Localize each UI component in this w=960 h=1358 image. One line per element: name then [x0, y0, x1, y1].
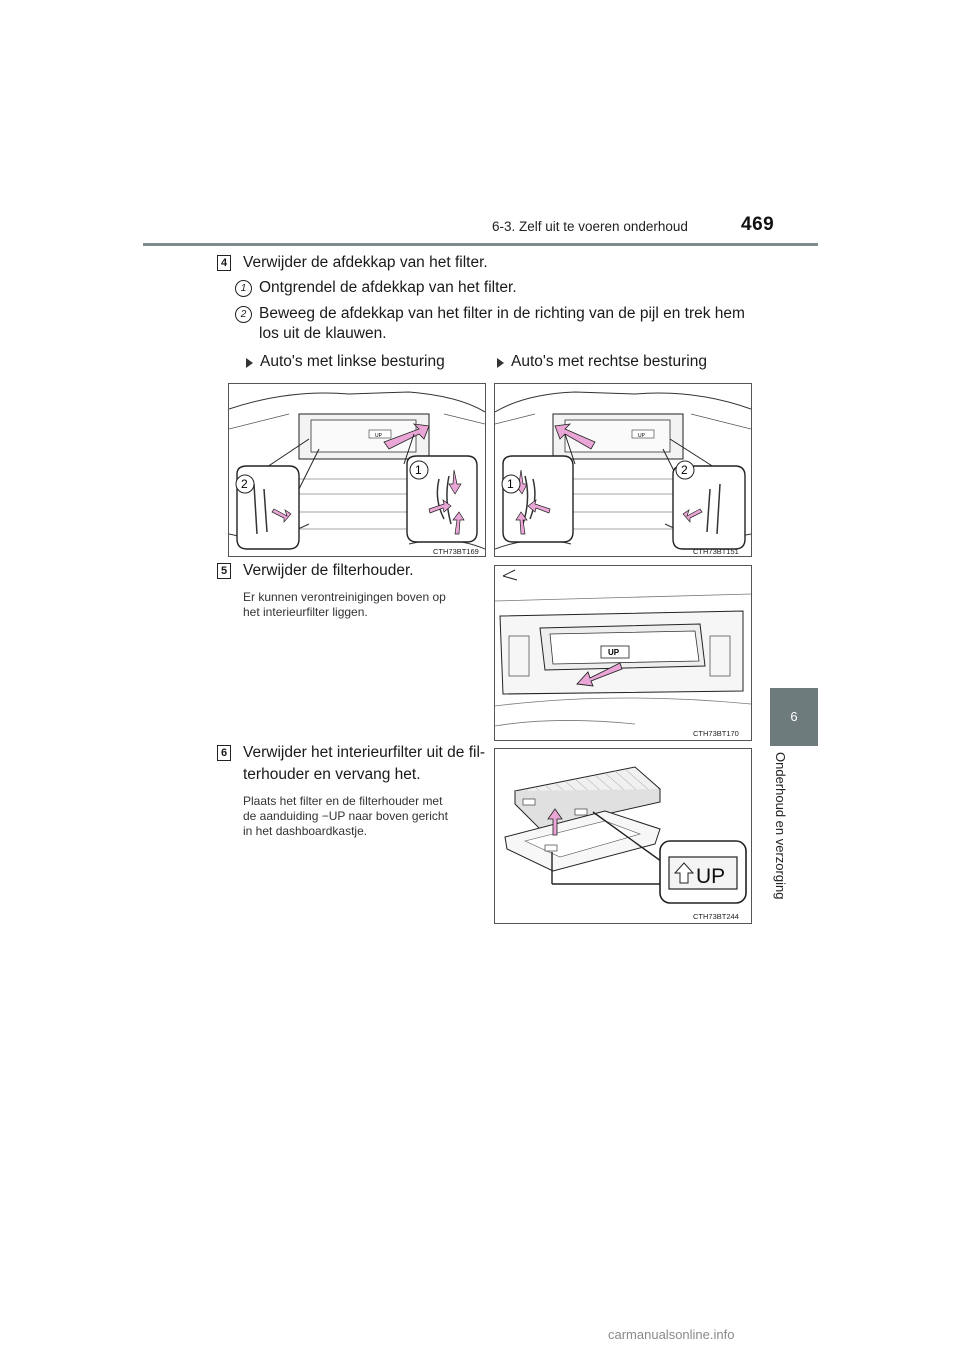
step-6-note-line2: de aanduiding −UP naar boven gericht	[243, 809, 448, 823]
figure-filter-replace: UP CTH73BT244	[494, 748, 752, 924]
substep-1-text: Ontgrendel de afdekkap van het filter.	[259, 279, 517, 296]
step-5-note: Er kunnen verontreinigingen boven op het…	[243, 590, 475, 620]
svg-text:2: 2	[681, 463, 688, 477]
svg-text:1: 1	[415, 463, 422, 477]
svg-text:2: 2	[241, 477, 248, 491]
header-rule	[143, 243, 818, 246]
section-title: 6-3. Zelf uit te voeren onderhoud	[492, 219, 688, 234]
svg-text:UP: UP	[608, 648, 620, 657]
step-6-note-line1: Plaats het filter en de filterhouder met	[243, 794, 443, 808]
figure-left-drive: UP 2 1 CTH73BT169	[228, 383, 486, 557]
figure-right-drive: UP 1 2 CTH73BT151	[494, 383, 752, 557]
bullet-arrow-icon	[497, 358, 504, 368]
svg-text:UP: UP	[375, 433, 383, 439]
substep-2-badge: 2	[235, 306, 252, 323]
substep-2-text-line2: los uit de klauwen.	[259, 325, 387, 342]
step-5-badge: 5	[217, 563, 231, 579]
page-number: 469	[741, 214, 775, 235]
figure-code: CTH73BT169	[433, 547, 479, 556]
substep-2-text-line1: Beweeg de afdekkap van het filter in de …	[259, 305, 745, 322]
figure-filter-holder-drawing: UP	[495, 569, 751, 727]
step-4-badge: 4	[217, 255, 231, 271]
step-6-badge: 6	[217, 745, 231, 761]
svg-text:UP: UP	[638, 433, 646, 439]
step-5-text: Verwijder de filterhouder.	[243, 562, 414, 579]
figure-right-drive-drawing: UP 1 2	[495, 391, 751, 550]
figure-filter-holder: UP CTH73BT170	[494, 565, 752, 741]
chapter-label-text: Onderhoud en verzorging	[773, 752, 788, 900]
bullet-arrow-icon	[246, 358, 253, 368]
step-4-text: Verwijder de afdekkap van het filter.	[243, 254, 488, 271]
chapter-label: Onderhoud en verzorging	[773, 752, 803, 912]
svg-text:1: 1	[507, 477, 514, 491]
step-6-note-line3: in het dashboardkastje.	[243, 824, 368, 838]
figure-filter-replace-drawing: UP	[504, 766, 747, 904]
step-6-note: Plaats het filter en de filterhouder met…	[243, 794, 475, 839]
right-drive-label: Auto's met rechtse besturing	[511, 353, 707, 370]
step-6-text-line1: Verwijder het interieurfilter uit de fil…	[243, 744, 486, 761]
left-drive-label: Auto's met linkse besturing	[260, 353, 445, 370]
figure-left-drive-drawing: UP 2 1	[229, 391, 485, 550]
figure-code: CTH73BT151	[693, 547, 739, 556]
figure-code: CTH73BT244	[693, 912, 739, 921]
substep-1-badge: 1	[235, 280, 252, 297]
watermark: carmanualsonline.info	[608, 1327, 735, 1342]
step-5-note-line2: het interieurfilter liggen.	[243, 605, 368, 619]
step-6-text-line2: terhouder en vervang het.	[243, 766, 421, 783]
chapter-tab: 6	[770, 688, 818, 746]
figure-code: CTH73BT170	[693, 729, 739, 738]
step-5-note-line1: Er kunnen verontreinigingen boven op	[243, 590, 446, 604]
svg-text:UP: UP	[696, 865, 725, 888]
